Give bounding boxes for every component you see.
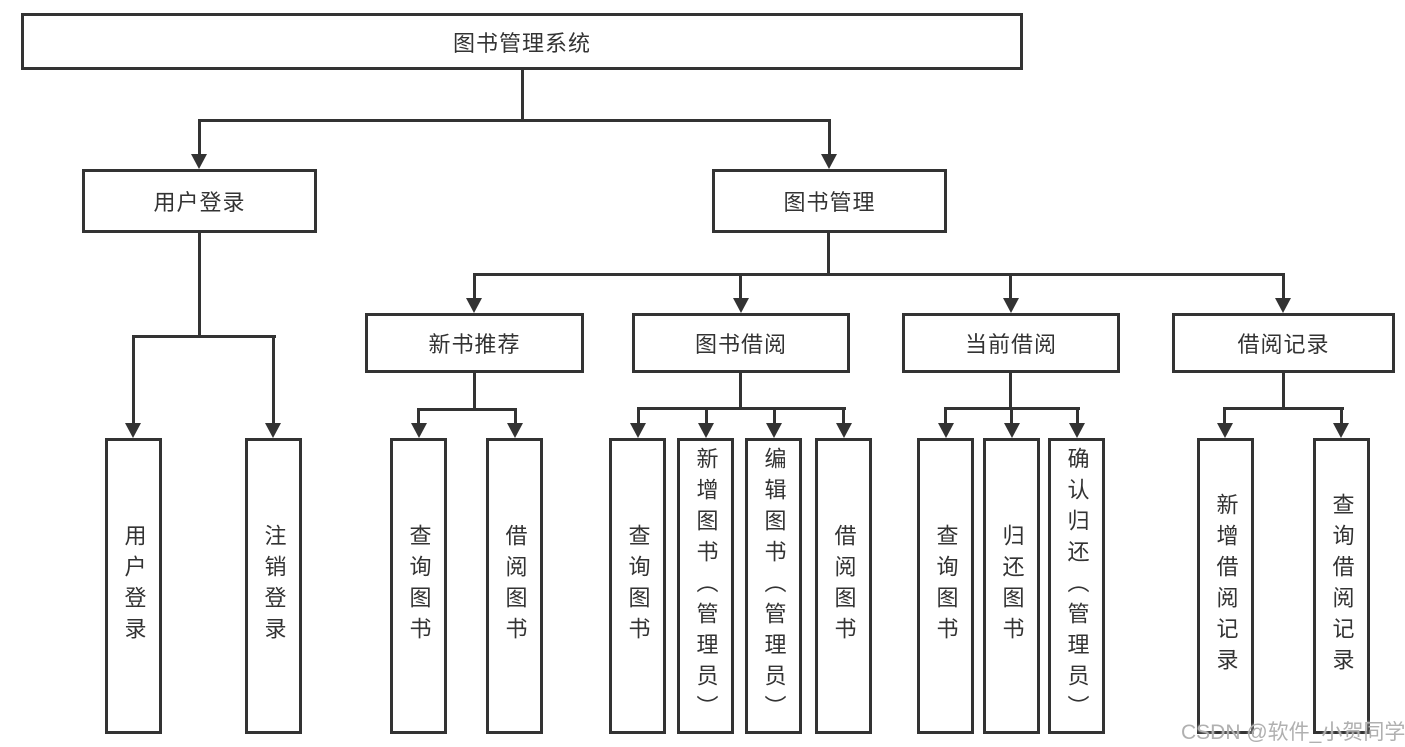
connector-line [773,407,776,425]
arrow-down-icon [766,423,782,438]
arrow-down-icon [733,298,749,313]
connector-line [828,119,831,155]
node-label: 确认归还（管理员） [1064,446,1090,726]
node-leaf-query-borrow-record: 查询借阅记录 [1313,438,1370,734]
connector-line [132,335,276,338]
node-label: 图书借阅 [694,332,787,357]
connector-line [198,233,201,337]
node-leaf-add-books-admin: 新增图书（管理员） [677,438,734,734]
connector-line [1223,407,1226,425]
connector-line [739,373,742,409]
connector-line [473,373,476,410]
node-library-system: 图书管理系统 [21,13,1023,70]
connector-line [514,408,517,425]
node-borrowing-records: 借阅记录 [1172,313,1395,373]
node-new-book-recommend: 新书推荐 [365,313,584,373]
node-leaf-confirm-return-admin: 确认归还（管理员） [1048,438,1105,734]
arrow-down-icon [821,154,837,169]
connector-line [1076,407,1079,425]
node-leaf-query-books-current: 查询图书 [917,438,974,734]
connector-line [739,273,742,302]
node-leaf-logout: 注销登录 [245,438,302,734]
arrow-down-icon [1275,298,1291,313]
connector-line [1282,273,1285,302]
connector-line [637,407,640,425]
connector-line [1223,407,1344,410]
arrow-down-icon [1004,423,1020,438]
connector-line [1009,373,1012,409]
node-label: 用户登录 [121,524,147,648]
node-label: 查询图书 [933,524,959,648]
arrow-down-icon [411,423,427,438]
arrow-down-icon [265,423,281,438]
connector-line [521,70,524,119]
node-label: 归还图书 [999,524,1025,648]
node-current-borrowing: 当前借阅 [902,313,1120,373]
connector-line [705,407,708,425]
connector-line [198,119,831,122]
arrow-down-icon [1333,423,1349,438]
node-book-management: 图书管理 [712,169,947,233]
node-label: 新增借阅记录 [1213,493,1239,679]
node-label: 图书管理系统 [452,30,591,56]
connector-line [473,273,476,302]
node-label: 图书管理 [783,190,876,215]
arrow-down-icon [1217,423,1233,438]
node-label: 借阅图书 [502,524,528,648]
connector-line [473,273,1285,276]
arrow-down-icon [630,423,646,438]
node-leaf-borrow-books-recommend: 借阅图书 [486,438,543,734]
node-leaf-borrow-books-borrowing: 借阅图书 [815,438,872,734]
connector-line [637,407,846,410]
node-label: 查询图书 [406,524,432,648]
node-label: 用户登录 [153,190,246,215]
connector-line [417,408,517,411]
arrow-down-icon [466,298,482,313]
node-leaf-edit-books-admin: 编辑图书（管理员） [745,438,802,734]
node-label: 新增图书（管理员） [693,446,719,726]
connector-line [1282,373,1285,409]
node-label: 查询图书 [625,524,651,648]
node-leaf-add-borrow-record: 新增借阅记录 [1197,438,1254,734]
connector-line [944,407,947,425]
node-leaf-query-books-recommend: 查询图书 [390,438,447,734]
connector-line [842,407,845,425]
watermark: CSDN @软件_小贺同学 [1181,721,1405,744]
arrow-down-icon [125,423,141,438]
arrow-down-icon [698,423,714,438]
arrow-down-icon [938,423,954,438]
node-label: 新书推荐 [428,332,521,357]
connector-line [1340,407,1343,425]
connector-line [1009,273,1012,302]
node-leaf-query-books-borrowing: 查询图书 [609,438,666,734]
connector-line [272,335,275,425]
connector-line [1010,407,1013,425]
node-leaf-return-books: 归还图书 [983,438,1040,734]
arrow-down-icon [1003,298,1019,313]
node-leaf-user-login: 用户登录 [105,438,162,734]
node-label: 编辑图书（管理员） [761,446,787,726]
arrow-down-icon [836,423,852,438]
connector-line [417,408,420,425]
node-label: 注销登录 [261,524,287,648]
connector-line [198,119,201,155]
node-label: 借阅记录 [1237,332,1330,357]
node-user-login: 用户登录 [82,169,317,233]
arrow-down-icon [1069,423,1085,438]
node-label: 借阅图书 [831,524,857,648]
arrow-down-icon [191,154,207,169]
node-label: 查询借阅记录 [1329,493,1355,679]
arrow-down-icon [507,423,523,438]
node-label: 当前借阅 [964,332,1057,357]
connector-line [132,335,135,425]
connector-line [827,233,830,276]
node-book-borrowing: 图书借阅 [632,313,850,373]
